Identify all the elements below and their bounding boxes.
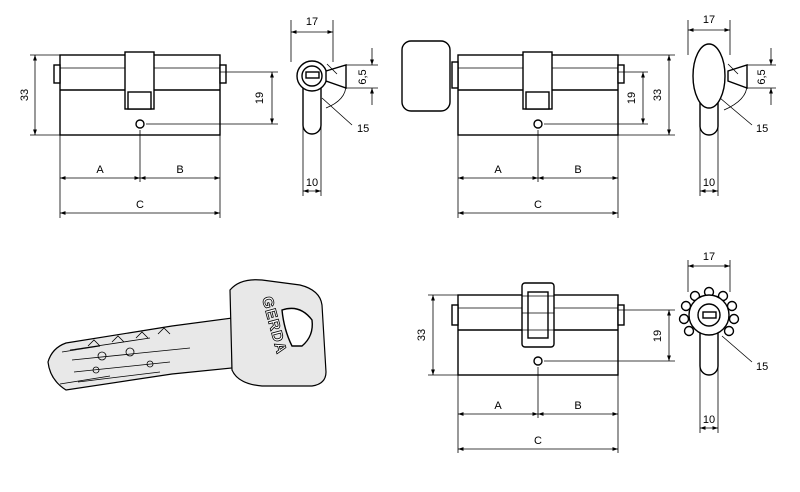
label-radius: 15	[756, 361, 768, 373]
dimension-b-2: B	[538, 164, 618, 180]
dimension-base-2: 10	[700, 177, 718, 193]
label-base: 10	[306, 177, 318, 189]
dimension-cam-2: 6,5	[756, 48, 773, 105]
cylinder-profile-view-3	[678, 260, 753, 433]
double-cylinder-side-view	[30, 51, 278, 218]
key-hole	[281, 307, 313, 347]
label-b: B	[574, 400, 581, 412]
dimension-cam-1: 6,5	[357, 48, 374, 105]
dimension-offset-2: 19	[626, 72, 645, 124]
label-base: 10	[703, 177, 715, 189]
label-width: 17	[306, 16, 318, 28]
knob-cylinder-side-view	[428, 282, 675, 453]
label-offset: 19	[652, 330, 664, 342]
dimension-c-2: C	[458, 199, 618, 215]
label-radius: 15	[357, 123, 369, 135]
label-cam: 6,5	[357, 69, 369, 84]
dimension-offset-1: 19	[254, 72, 274, 124]
label-width: 17	[703, 14, 715, 26]
dimension-c-1: C	[59, 199, 220, 215]
dimension-height-1: 33	[19, 55, 37, 135]
label-offset: 19	[626, 92, 638, 104]
dimension-width-2: 17	[688, 14, 730, 32]
thumb-turn-knob	[401, 40, 451, 112]
label-cam: 6,5	[756, 69, 768, 84]
label-c: C	[534, 199, 542, 211]
label-radius: 15	[756, 123, 768, 135]
label-c: C	[534, 435, 542, 447]
label-b: B	[574, 164, 581, 176]
cylinder-profile-view-2	[687, 20, 776, 196]
thumbturn-cylinder-side-view	[401, 40, 675, 218]
key-illustration: GERDA	[47, 279, 327, 391]
label-base: 10	[703, 414, 715, 426]
cylinder-profile-view-1	[290, 20, 378, 196]
dimension-b-1: B	[140, 164, 220, 180]
dimension-a-3: A	[458, 400, 538, 416]
dimension-b-3: B	[538, 400, 618, 416]
dimension-height-3: 33	[416, 295, 435, 375]
label-height: 33	[652, 89, 664, 101]
dimension-width-3: 17	[688, 251, 730, 268]
dimension-base-1: 10	[303, 177, 321, 193]
key-bow	[229, 279, 327, 387]
dimension-a-1: A	[59, 164, 140, 180]
dimension-a-2: A	[458, 164, 538, 180]
label-a: A	[96, 164, 104, 176]
label-b: B	[176, 164, 183, 176]
dimension-offset-3: 19	[652, 310, 671, 361]
dimension-c-3: C	[458, 435, 618, 451]
label-c: C	[136, 199, 144, 211]
label-width: 17	[703, 251, 715, 263]
dimension-width-1: 17	[291, 16, 333, 34]
dimension-base-3: 10	[700, 414, 718, 430]
label-a: A	[494, 164, 502, 176]
label-height: 33	[416, 329, 428, 341]
label-offset: 19	[254, 92, 266, 104]
dimension-height-2: 33	[652, 55, 671, 135]
label-height: 33	[19, 89, 31, 101]
label-a: A	[494, 400, 502, 412]
